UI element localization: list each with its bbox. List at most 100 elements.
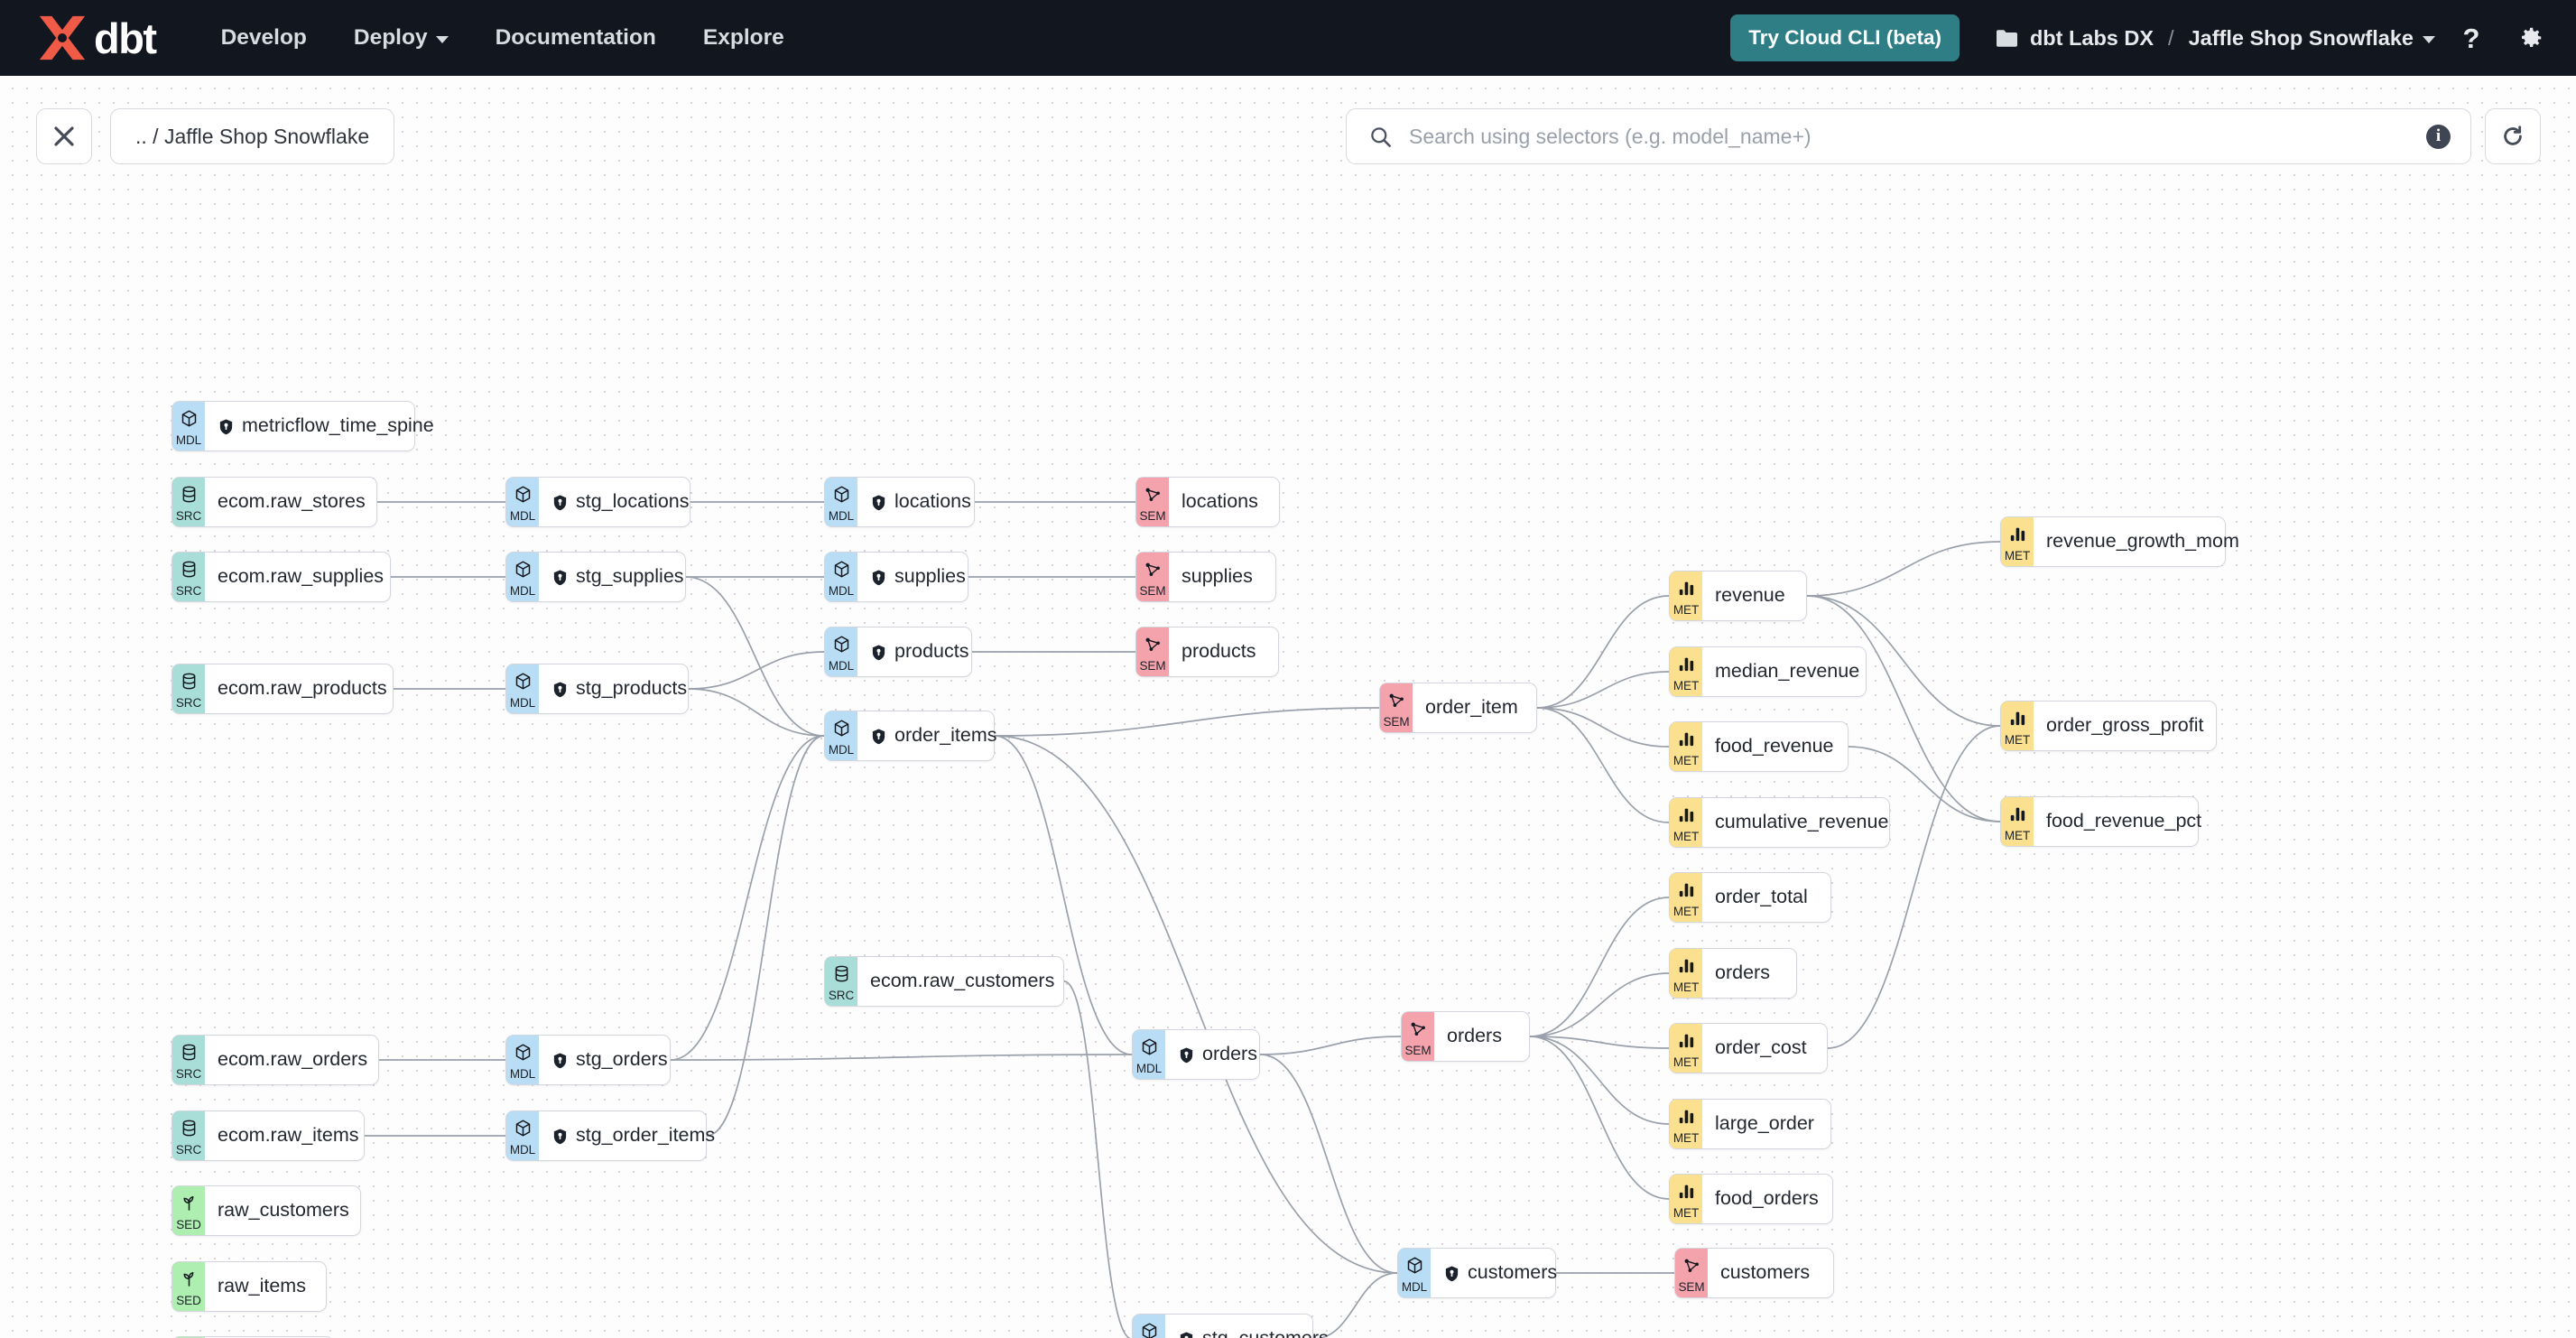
lineage-node-met_food_revenue[interactable]: MET food_revenue — [1669, 721, 1849, 772]
lineage-edge-stg_orders-to-order_items — [670, 735, 825, 1061]
node-label: food_orders — [1715, 1187, 1819, 1210]
nav-link-documentation[interactable]: Documentation — [472, 0, 680, 76]
nav-link-explore[interactable]: Explore — [680, 0, 808, 76]
account-name[interactable]: dbt Labs DX — [2029, 25, 2154, 50]
lineage-node-supplies[interactable]: MDL supplies — [824, 552, 968, 602]
refresh-lineage-button[interactable] — [2485, 108, 2541, 164]
cube-icon — [1140, 1322, 1159, 1338]
project-selector[interactable]: Jaffle Shop Snowflake — [2189, 26, 2435, 51]
help-icon: ? — [2462, 22, 2480, 54]
lineage-node-met_order_total[interactable]: MET order_total — [1669, 872, 1831, 923]
lineage-node-met_orders[interactable]: MET orders — [1669, 948, 1797, 999]
node-type-label: MET — [1673, 1055, 1700, 1069]
lineage-node-sem_products[interactable]: SEM products — [1135, 627, 1279, 677]
lineage-node-met_cumulative_revenue[interactable]: MET cumulative_revenue — [1669, 797, 1890, 848]
node-label: order_item — [1425, 696, 1518, 719]
lineage-node-met_order_cost[interactable]: MET order_cost — [1669, 1023, 1828, 1073]
node-label: orders — [1715, 962, 1770, 984]
lineage-node-ecom_raw_products[interactable]: SRC ecom.raw_products — [171, 664, 394, 714]
lineage-node-met_order_gross_profit[interactable]: MET order_gross_profit — [2000, 701, 2217, 751]
lineage-node-sem_order_item[interactable]: SEM order_item — [1379, 683, 1537, 733]
database-icon — [180, 672, 199, 695]
verified-shield-icon — [872, 645, 885, 660]
nav-link-documentation-label: Documentation — [495, 25, 656, 50]
dbt-logo[interactable]: dbt — [34, 0, 157, 76]
network-icon — [1145, 637, 1160, 651]
lineage-node-raw_items[interactable]: SED raw_items — [171, 1261, 327, 1312]
lineage-node-stg_products[interactable]: MDL stg_products — [505, 664, 689, 714]
settings-button[interactable] — [2507, 14, 2554, 61]
lineage-node-stg_supplies[interactable]: MDL stg_supplies — [505, 552, 686, 602]
node-type-badge-met: MET — [1670, 873, 1702, 922]
node-label: orders — [1447, 1025, 1502, 1047]
lineage-node-stg_locations[interactable]: MDL stg_locations — [505, 477, 690, 527]
lineage-breadcrumb[interactable]: .. / Jaffle Shop Snowflake — [110, 108, 395, 164]
node-body: metricflow_time_spine — [205, 402, 449, 451]
lineage-node-ecom_raw_orders[interactable]: SRC ecom.raw_orders — [171, 1035, 379, 1085]
lineage-node-ecom_raw_items[interactable]: SRC ecom.raw_items — [171, 1110, 365, 1161]
lineage-node-sem_locations[interactable]: SEM locations — [1135, 477, 1280, 527]
lineage-node-met_large_order[interactable]: MET large_order — [1669, 1099, 1831, 1149]
node-body: order_items — [857, 711, 1012, 760]
try-cloud-cli-button[interactable]: Try Cloud CLI (beta) — [1730, 14, 1960, 61]
selector-search-box[interactable]: i — [1346, 108, 2471, 164]
lineage-canvas[interactable]: MDL metricflow_time_spine SRC ecom.raw_s… — [0, 76, 2576, 1338]
lineage-node-met_revenue[interactable]: MET revenue — [1669, 571, 1807, 621]
lineage-node-sem_orders[interactable]: SEM orders — [1401, 1011, 1530, 1062]
nav-link-deploy[interactable]: Deploy — [330, 0, 472, 76]
node-type-badge-mdl: MDL — [506, 1036, 539, 1084]
search-info-icon[interactable]: i — [2426, 124, 2451, 149]
node-body: locations — [857, 478, 986, 526]
lineage-node-metricflow_time_spine[interactable]: MDL metricflow_time_spine — [171, 401, 434, 451]
node-body: products — [1169, 627, 1278, 676]
node-type-badge-met: MET — [1670, 1100, 1702, 1148]
lineage-breadcrumb-label: .. / Jaffle Shop Snowflake — [135, 124, 370, 148]
lineage-node-met_food_orders[interactable]: MET food_orders — [1669, 1174, 1833, 1224]
lineage-edges-layer — [365, 501, 2001, 1338]
node-label: order_items — [894, 724, 997, 747]
lineage-node-stg_orders[interactable]: MDL stg_orders — [505, 1035, 671, 1085]
node-type-label: MDL — [509, 508, 536, 523]
database-icon — [832, 964, 851, 988]
node-type-label: MDL — [509, 695, 536, 710]
lineage-node-met_revenue_growth_mom[interactable]: MET revenue_growth_mom — [2000, 516, 2239, 567]
node-body: stg_products — [539, 664, 701, 713]
lineage-node-orders[interactable]: MDL orders — [1132, 1029, 1260, 1080]
lineage-node-products[interactable]: MDL products — [824, 627, 972, 677]
nav-link-develop[interactable]: Develop — [198, 0, 330, 76]
lineage-node-met_median_revenue[interactable]: MET median_revenue — [1669, 646, 1867, 697]
lineage-node-stg_order_items[interactable]: MDL stg_order_items — [505, 1110, 715, 1161]
verified-shield-icon — [872, 570, 885, 585]
lineage-node-customers[interactable]: MDL customers — [1397, 1248, 1558, 1298]
node-type-label: MDL — [1135, 1061, 1163, 1075]
node-type-label: MDL — [175, 432, 202, 447]
lineage-node-sem_supplies[interactable]: SEM supplies — [1135, 552, 1276, 602]
node-label: customers — [1468, 1261, 1558, 1284]
bar-chart-icon — [2008, 525, 2027, 548]
seedling-icon — [183, 1195, 193, 1211]
lineage-node-stg_customers[interactable]: MDL stg_customers — [1132, 1314, 1329, 1338]
node-type-badge-met: MET — [2001, 702, 2034, 750]
node-label: stg_supplies — [576, 565, 684, 588]
lineage-node-sem_customers[interactable]: SEM customers — [1674, 1248, 1834, 1298]
node-type-badge-met: MET — [2001, 517, 2034, 566]
close-icon — [54, 126, 74, 146]
lineage-node-met_food_revenue_pct[interactable]: MET food_revenue_pct — [2000, 796, 2201, 847]
lineage-node-locations[interactable]: MDL locations — [824, 477, 975, 527]
help-button[interactable]: ? — [2448, 14, 2495, 61]
cube-icon — [515, 673, 530, 690]
lineage-node-ecom_raw_supplies[interactable]: SRC ecom.raw_supplies — [171, 552, 391, 602]
node-type-label: SEM — [1139, 583, 1166, 598]
node-type-badge-met: MET — [1670, 1024, 1702, 1073]
search-input[interactable] — [1409, 124, 2426, 149]
bar-chart-icon — [1677, 729, 1696, 753]
node-type-label: MET — [1673, 904, 1700, 918]
lineage-node-ecom_raw_stores[interactable]: SRC ecom.raw_stores — [171, 477, 377, 527]
lineage-node-raw_customers[interactable]: SED raw_customers — [171, 1185, 361, 1236]
node-type-badge-mdl: MDL — [506, 478, 539, 526]
close-lineage-button[interactable] — [36, 108, 92, 164]
bar-chart-icon — [1679, 732, 1693, 747]
lineage-node-order_items[interactable]: MDL order_items — [824, 711, 997, 761]
node-type-badge-sem: SEM — [1136, 627, 1169, 676]
lineage-node-ecom_raw_customers[interactable]: SRC ecom.raw_customers — [824, 956, 1064, 1007]
